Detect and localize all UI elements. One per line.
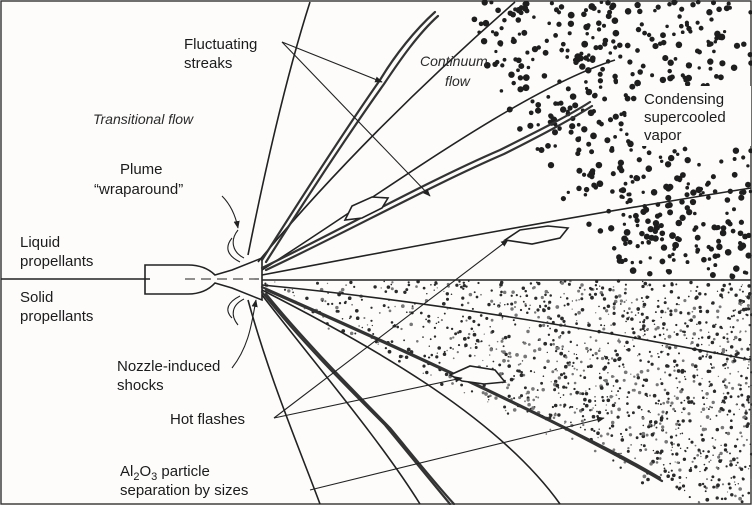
fluctuating-streaks-label-1: Fluctuating bbox=[184, 36, 257, 53]
continuum-flow-label-2: flow bbox=[445, 73, 471, 89]
liquid-propellants-label-1: Liquid bbox=[20, 234, 60, 251]
nozzle-shocks-label-2: shocks bbox=[117, 377, 164, 394]
boundary-line-lower-2 bbox=[262, 295, 420, 504]
transitional-flow-label: Transitional flow bbox=[93, 111, 194, 127]
nozzle-shocks-label-1: Nozzle-induced bbox=[117, 358, 220, 375]
leader-arrows bbox=[222, 42, 604, 490]
boundary-line-upper-3 bbox=[262, 60, 615, 270]
plume-wraparound-marks bbox=[228, 230, 244, 325]
fluctuating-streaks-lower bbox=[262, 287, 662, 504]
plume-wraparound-label-2: “wraparound” bbox=[94, 181, 183, 198]
hot-flash-1 bbox=[345, 197, 388, 220]
solid-propellants-label-2: propellants bbox=[20, 308, 93, 325]
fluctuating-streaks-label-2: streaks bbox=[184, 55, 232, 72]
condensing-vapor-label-3: vapor bbox=[644, 127, 682, 144]
hot-flashes-label: Hot flashes bbox=[170, 411, 245, 428]
particle-separation-label-2: separation by sizes bbox=[120, 482, 248, 499]
condensing-vapor-label-1: Condensing bbox=[644, 91, 724, 108]
boundary-line-upper-2 bbox=[258, 2, 515, 262]
hot-flash-3 bbox=[450, 366, 505, 384]
liquid-propellants-label-2: propellants bbox=[20, 253, 93, 270]
particle-separation-label-1: Al2O3 particle bbox=[120, 463, 210, 483]
solid-propellants-label-1: Solid bbox=[20, 289, 53, 306]
boundary-line-lower-1 bbox=[248, 300, 320, 504]
plume-wraparound-label-1: Plume bbox=[120, 161, 163, 178]
boundary-line-lower-4 bbox=[262, 285, 751, 360]
condensing-vapor-label-2: supercooled bbox=[644, 109, 726, 126]
boundary-line-lower-3 bbox=[262, 290, 560, 504]
continuum-flow-label-1: Continuum bbox=[420, 53, 488, 69]
